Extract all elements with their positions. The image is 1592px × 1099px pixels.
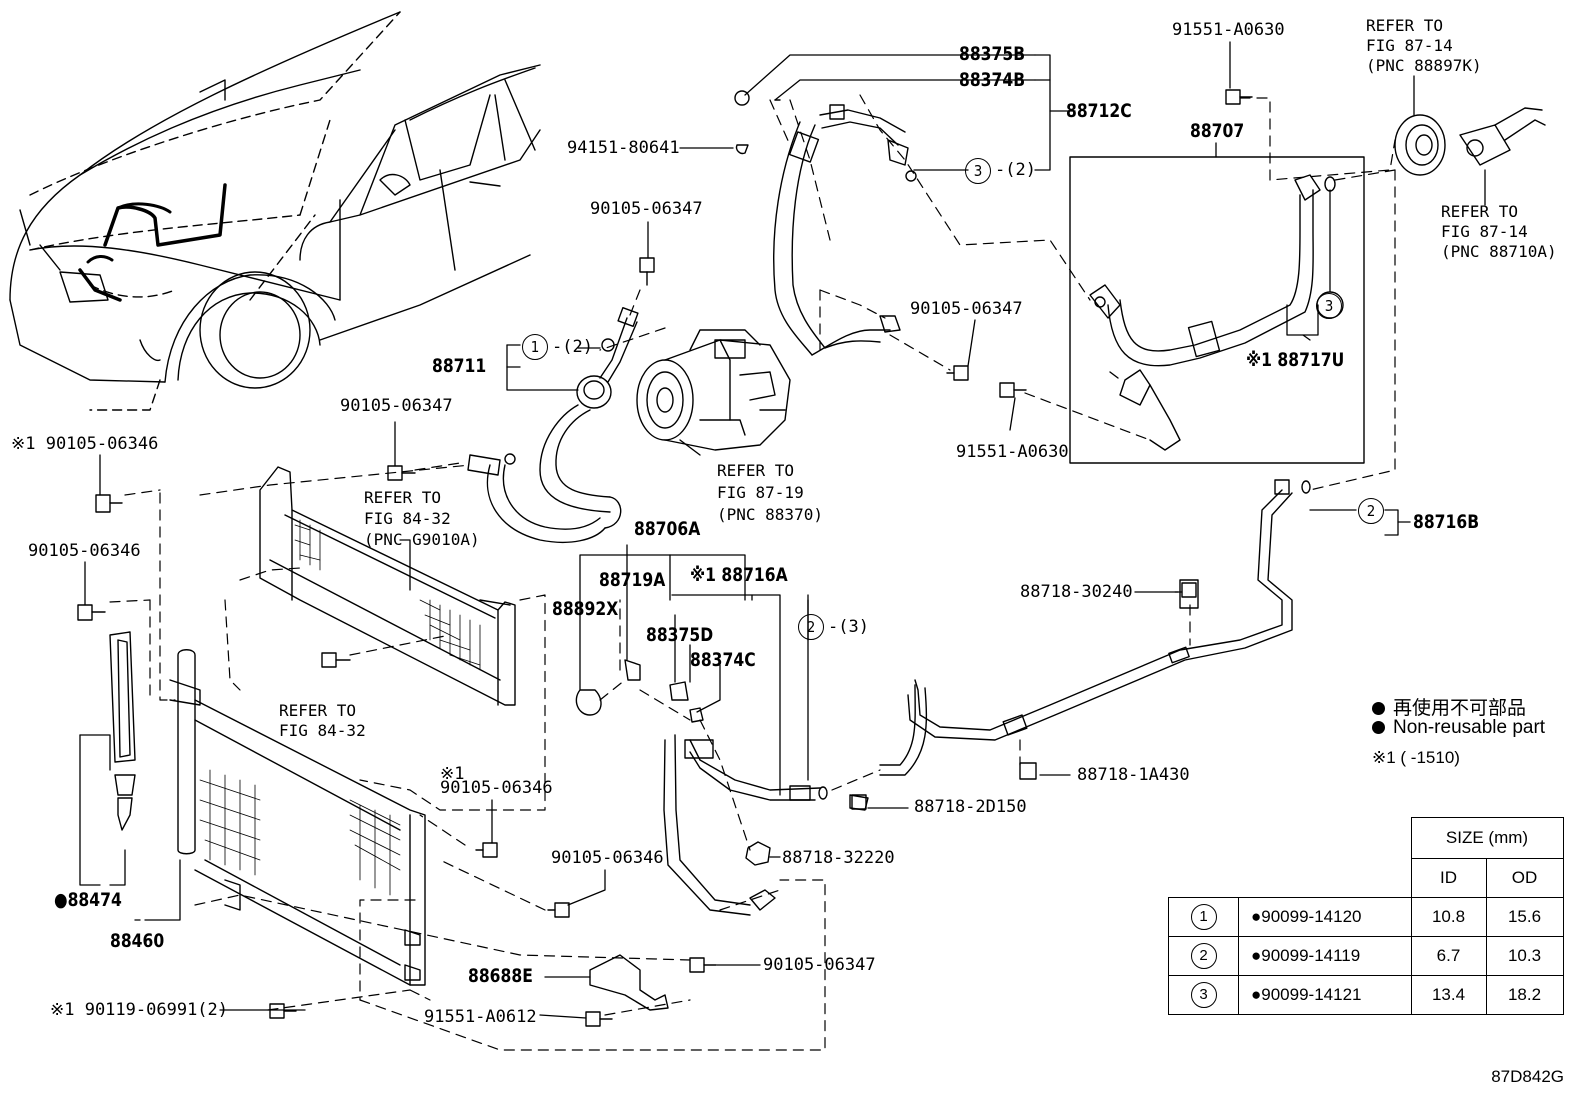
- part-88688E: 88688E: [468, 965, 533, 987]
- table-row: 3 ●90099-14121 13.4 18.2: [1168, 975, 1564, 1015]
- part-88716B: 88716B: [1413, 511, 1480, 533]
- oring-size-table: SIZE (mm) ID OD 1 ●90099-14120 10.8 15.6…: [1168, 817, 1564, 1015]
- ring-1-marker: 1: [522, 334, 548, 360]
- part-88892X: 88892X: [552, 598, 619, 620]
- bolts: [77, 89, 1253, 1027]
- ring-mark-3: 3: [1190, 982, 1217, 1008]
- ring-mark-2: 2: [1190, 943, 1217, 969]
- part-88706A: 88706A: [634, 518, 701, 540]
- refer-lower-line2: FIG 84-32: [279, 721, 366, 740]
- figure-code: 87D842G: [1491, 1067, 1564, 1086]
- refer-top-line3: (PNC 88897K): [1366, 56, 1482, 75]
- part-90105-06347-a: 90105-06347: [590, 199, 703, 219]
- refer-right-line1: REFER TO: [1441, 202, 1519, 221]
- refer-radiator-line1: REFER TO: [364, 488, 442, 507]
- oring-part-1: ●90099-14120: [1238, 897, 1412, 937]
- col-od-header: OD: [1485, 858, 1564, 898]
- part-88716A: ※1 88716A: [690, 564, 788, 586]
- part-88717U: ※1 88717U: [1246, 349, 1345, 371]
- legend-jp: 再使用不可部品: [1372, 693, 1526, 720]
- oring-id-3: 13.4: [1410, 975, 1487, 1015]
- table-row: 1 ●90099-14120 10.8 15.6: [1168, 897, 1564, 937]
- ring-2-marker-mid: 2: [798, 614, 824, 640]
- liquid-pipe-88716B: [879, 479, 1311, 780]
- part-90105-06346-c: 90105-06346: [440, 778, 553, 798]
- oring-part-2: ●90099-14119: [1238, 936, 1412, 976]
- oring-od-2: 10.3: [1485, 936, 1564, 976]
- part-90105-06346-b: 90105-06346: [28, 541, 141, 561]
- ring-3-qty-top: -(2): [995, 160, 1036, 180]
- non-reusable-dot-icon: [1372, 702, 1385, 715]
- part-91551-A0612: 91551-A0612: [424, 1007, 537, 1027]
- part-88711: 88711: [432, 355, 487, 377]
- oring-od-3: 18.2: [1485, 975, 1564, 1015]
- part-88374C: 88374C: [690, 649, 756, 671]
- refer-top-line1: REFER TO: [1366, 16, 1444, 35]
- part-88375D: 88375D: [646, 624, 714, 646]
- size-header: SIZE (mm): [1410, 817, 1564, 859]
- oring-id-2: 6.7: [1410, 936, 1487, 976]
- ring-3-marker-box: 3: [1316, 293, 1342, 319]
- ring-2-qty-mid: -(3): [828, 617, 869, 637]
- ring-2-marker-right: 2: [1358, 498, 1384, 524]
- table-row: 2 ●90099-14119 6.7 10.3: [1168, 936, 1564, 976]
- oring-id-1: 10.8: [1410, 897, 1487, 937]
- part-88718-32220: 88718-32220: [782, 848, 895, 868]
- part-88712C: 88712C: [1066, 100, 1132, 122]
- part-88718-1A430: 88718-1A430: [1077, 765, 1190, 785]
- part-88374B: 88374B: [959, 69, 1026, 91]
- non-reusable-dot-icon: [1372, 721, 1385, 734]
- condenser-88460: [109, 631, 426, 986]
- refer-radiator-line3: (PNC G9010A): [364, 530, 480, 549]
- col-id-header: ID: [1410, 858, 1487, 898]
- part-88375B: 88375B: [959, 43, 1026, 65]
- legend-note: ※1 ( -1510): [1372, 748, 1460, 767]
- part-90105-06347-e: 90105-06347: [763, 955, 876, 975]
- discharge-hose-88711: [467, 306, 639, 543]
- vehicle-illustration: [9, 11, 541, 411]
- ring-3-marker-top: 3: [965, 158, 991, 184]
- part-90105-06346-d: 90105-06346: [551, 848, 664, 868]
- part-94151-80641: 94151-80641: [567, 138, 680, 158]
- part-88718-30240: 88718-30240: [1020, 582, 1133, 602]
- ring-mark-1: 1: [1190, 904, 1217, 930]
- ring-1-qty: -(2): [552, 337, 593, 357]
- note-mark-1: ※1: [440, 764, 465, 784]
- part-91551-A0630-mid: 91551-A0630: [956, 442, 1069, 462]
- part-90105-06346-a: ※1 90105-06346: [11, 434, 159, 454]
- part-91551-A0630-top: 91551-A0630: [1172, 20, 1285, 40]
- oring-od-1: 15.6: [1485, 897, 1564, 937]
- suction-hose-88712C: [734, 90, 917, 356]
- part-90119-06991: ※1 90119-06991(2): [50, 1000, 229, 1020]
- refer-lower-line1: REFER TO: [279, 701, 357, 720]
- refer-right-line3: (PNC 88710A): [1441, 242, 1557, 261]
- part-88707: 88707: [1190, 120, 1245, 142]
- pipe-box-88707: [1069, 156, 1365, 464]
- part-90105-06347-c: 90105-06347: [340, 396, 453, 416]
- refer-top-line2: FIG 87-14: [1366, 36, 1453, 55]
- legend-en: Non-reusable part: [1372, 717, 1545, 739]
- part-88719A: 88719A: [599, 569, 666, 591]
- refer-compressor-line2: FIG 87-19: [717, 483, 804, 502]
- part-88460: 88460: [110, 930, 165, 952]
- oring-part-3: ●90099-14121: [1238, 975, 1412, 1015]
- part-88474: ●88474: [54, 889, 122, 911]
- heater-unit-connectors: [1394, 107, 1546, 176]
- bracket-88688E: [589, 954, 669, 1011]
- pipe-group-88706A: [575, 659, 869, 916]
- part-88718-2D150: 88718-2D150: [914, 797, 1027, 817]
- refer-compressor-line1: REFER TO: [717, 461, 795, 480]
- part-90105-06347-b: 90105-06347: [910, 299, 1023, 319]
- refer-right-line2: FIG 87-14: [1441, 222, 1528, 241]
- radiator-assembly: [259, 466, 516, 706]
- refer-radiator-line2: FIG 84-32: [364, 509, 451, 528]
- ac-compressor: [636, 329, 791, 456]
- refer-compressor-line3: (PNC 88370): [717, 505, 823, 524]
